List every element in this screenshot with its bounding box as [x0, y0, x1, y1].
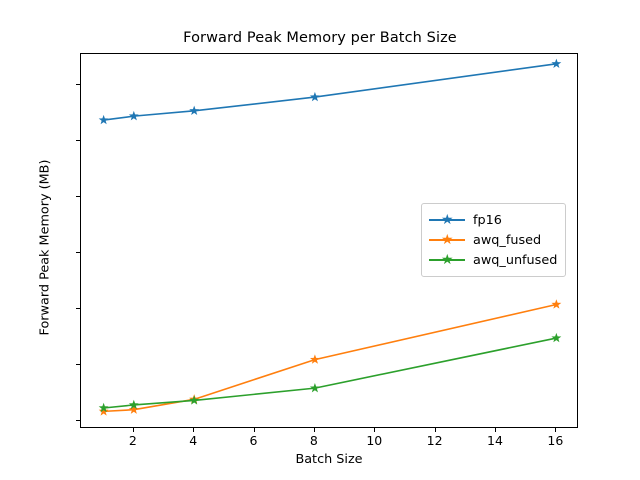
data-point-marker [309, 382, 320, 393]
page-title: Forward Peak Memory per Batch Size [183, 30, 457, 46]
y-tick-mark [76, 83, 80, 85]
star-marker-icon: ★ [441, 232, 454, 248]
legend-label: fp16 [473, 212, 502, 228]
data-point-marker [128, 110, 139, 121]
data-point-marker [189, 395, 200, 405]
x-axis-label: Batch Size [295, 452, 363, 467]
x-tick-label: 2 [128, 433, 137, 448]
series-awq_unfused [98, 332, 562, 413]
x-tick-mark [495, 428, 496, 432]
series-line [103, 62, 557, 121]
legend-item-awq_fused[interactable]: ★ awq_fused [429, 230, 557, 250]
y-tick-mark [76, 419, 80, 421]
data-point-marker [189, 105, 200, 116]
x-tick-mark [313, 428, 315, 432]
x-tick-label: 6 [249, 433, 258, 448]
series-awq_fused [98, 299, 562, 416]
y-tick-mark [76, 363, 80, 365]
y-tick-mark [76, 139, 80, 141]
x-tick-label: 8 [309, 433, 318, 448]
series-fp16 [98, 58, 562, 125]
data-point-marker [551, 58, 562, 68]
data-point-marker [98, 114, 109, 125]
legend-line [429, 219, 465, 221]
data-point-marker [551, 332, 562, 343]
y-tick-mark [76, 307, 80, 309]
data-point-marker [98, 402, 109, 413]
legend: ★ fp16 ★ awq_fused ★ awq_unfused [421, 203, 567, 277]
data-point-marker [128, 404, 139, 414]
data-point-marker [309, 354, 320, 364]
x-tick-label: 10 [366, 433, 383, 448]
x-tick-label: 14 [487, 433, 503, 448]
star-marker-icon: ★ [441, 252, 454, 268]
x-tick-label: 12 [426, 433, 443, 448]
x-tick-mark [434, 428, 436, 432]
x-tick-label: 4 [189, 433, 198, 448]
x-tick-mark [253, 428, 255, 432]
x-tick-mark [132, 428, 134, 432]
legend-label: awq_unfused [473, 252, 558, 268]
x-tick-mark [193, 428, 195, 432]
star-marker-icon: ★ [441, 212, 454, 228]
data-point-marker [551, 299, 562, 309]
legend-swatch-icon: ★ [429, 253, 465, 267]
legend-item-awq_unfused[interactable]: ★ awq_unfused [429, 250, 557, 270]
legend-label: awq_fused [473, 232, 542, 248]
legend-swatch-icon: ★ [429, 233, 465, 247]
data-point-marker [128, 399, 139, 410]
legend-line [429, 259, 465, 261]
x-tick-label: 16 [547, 433, 564, 448]
y-tick-mark [76, 195, 80, 197]
y-axis-label: Forward Peak Memory (MB) [37, 159, 53, 336]
data-point-marker [98, 406, 109, 416]
x-tick-mark [555, 428, 557, 432]
legend-item-fp16[interactable]: ★ fp16 [429, 210, 557, 230]
data-point-marker [309, 91, 320, 102]
series-canvas [98, 58, 562, 416]
series-line [103, 337, 557, 409]
x-tick-mark [374, 428, 376, 432]
series-line [103, 303, 557, 413]
legend-line [429, 239, 465, 241]
legend-swatch-icon: ★ [429, 213, 465, 227]
y-tick-mark [76, 251, 80, 253]
